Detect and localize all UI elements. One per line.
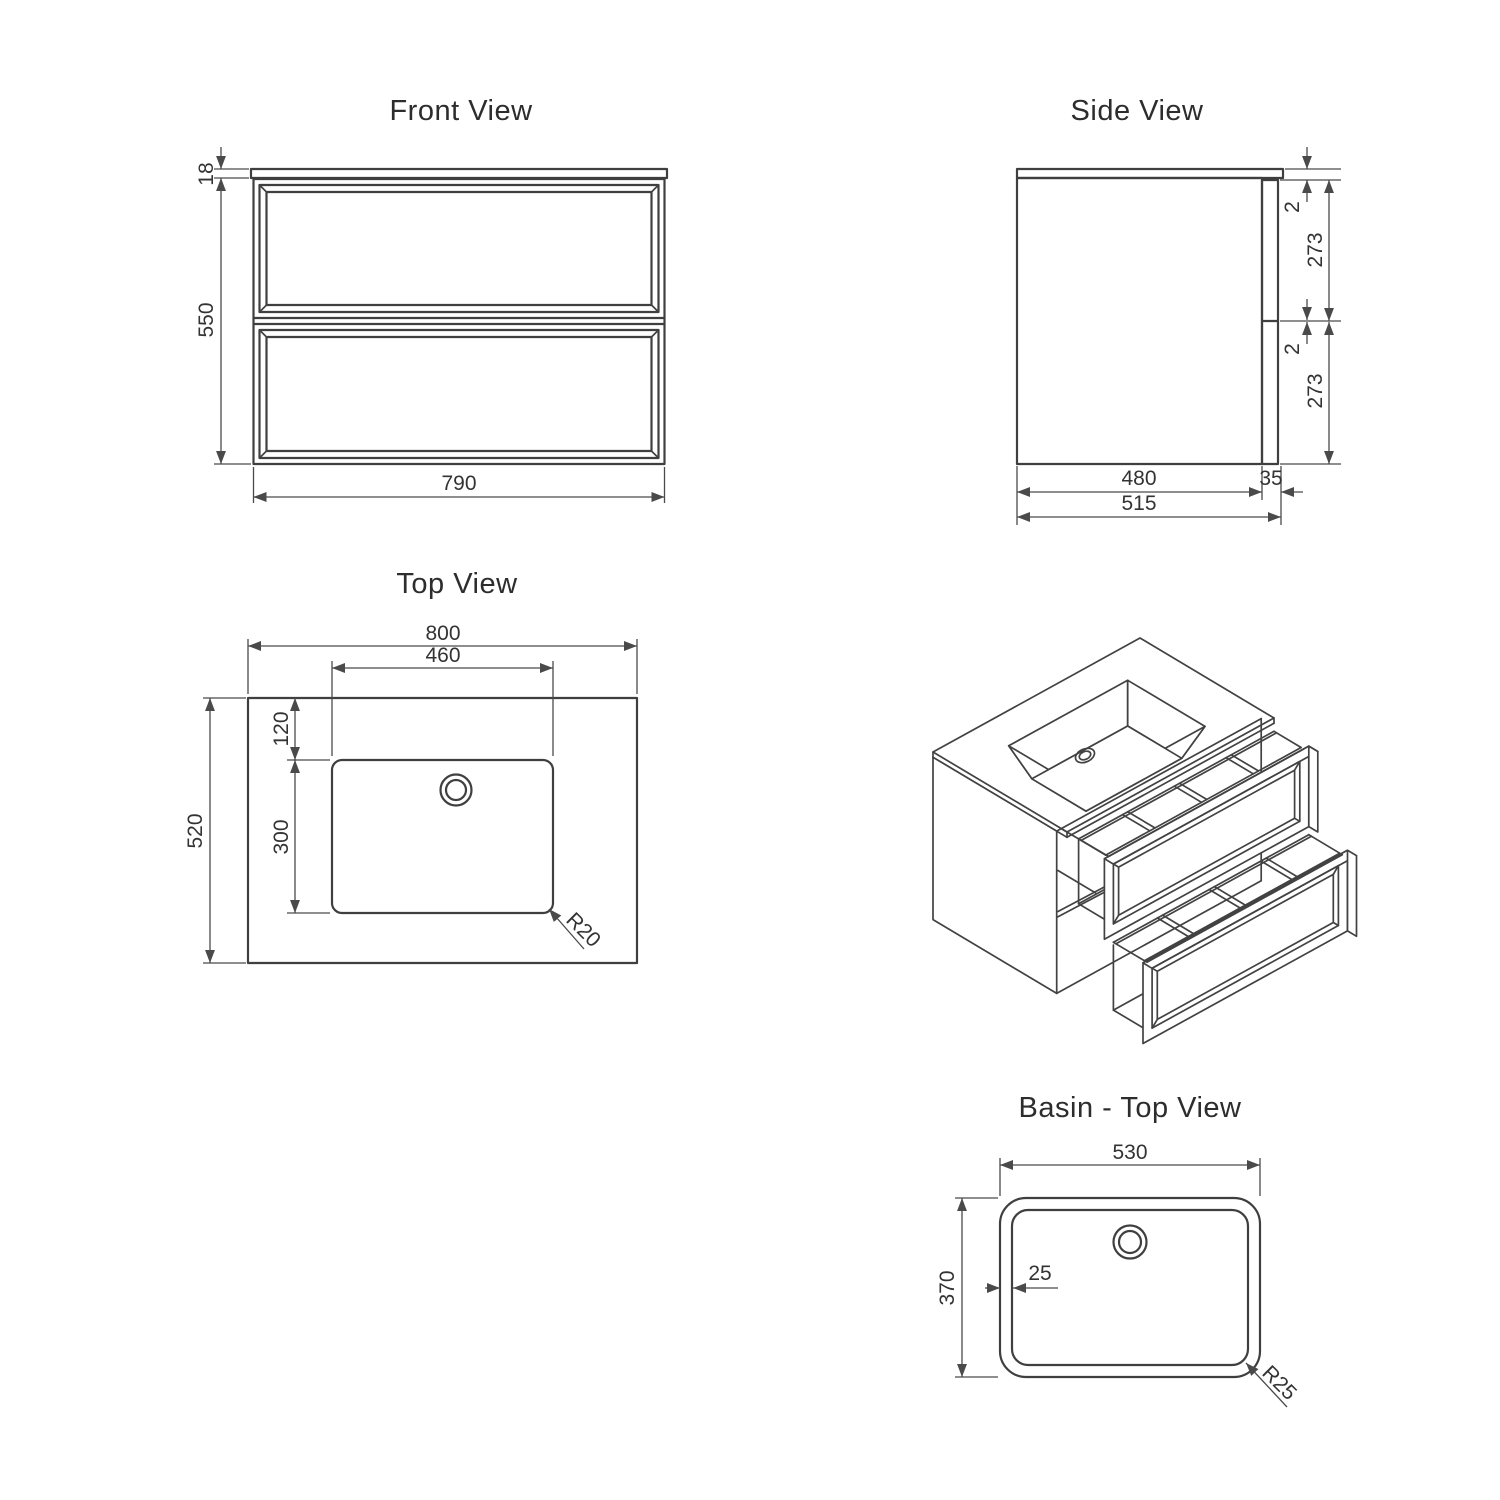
top-view-dimensions: 800 460 520 120 300 R20 xyxy=(184,622,638,964)
iso-upper-drawer-box-rails xyxy=(1077,730,1305,858)
top-view-title: Top View xyxy=(396,568,518,600)
isometric-view xyxy=(932,637,1358,1045)
iso-lower-drawer-front xyxy=(1142,849,1358,1045)
iso-lower-drawer-box-rails xyxy=(1112,833,1344,964)
front-view-dimensions: 18 550 790 xyxy=(195,147,666,503)
dim-front-thickness: 35 xyxy=(1259,467,1282,490)
dim-basin-depth: 370 xyxy=(936,1270,959,1305)
dim-cabinet-height: 550 xyxy=(195,302,218,337)
front-view-title: Front View xyxy=(389,95,533,127)
dim-upper-drawer-height: 273 xyxy=(1304,232,1327,267)
iso-basin-recess xyxy=(1007,679,1206,812)
iso-upper-drawer-front xyxy=(1103,745,1319,941)
dim-cabinet-depth: 480 xyxy=(1121,467,1156,490)
dim-cabinet-width: 790 xyxy=(441,472,476,495)
dim-counter-depth: 520 xyxy=(184,813,207,848)
side-view-cabinet-drawing xyxy=(1015,167,1285,466)
dim-basin-radius: R25 xyxy=(1257,1361,1301,1405)
dim-cutout-width: 460 xyxy=(425,644,460,667)
dim-counter-thickness: 18 xyxy=(195,162,218,185)
dim-basin-wall: 25 xyxy=(1028,1262,1051,1285)
dim-cutout-depth: 300 xyxy=(270,819,293,854)
front-view: Front View xyxy=(195,95,669,503)
side-view: Side View 2 273 2 273 xyxy=(1015,95,1341,525)
side-view-dimensions: 2 273 2 273 480 35 515 xyxy=(1016,147,1341,525)
dim-cutout-radius: R20 xyxy=(561,908,605,952)
front-view-cabinet-drawing xyxy=(249,167,669,466)
dim-counter-width: 800 xyxy=(425,622,460,645)
dim-mid-gap: 2 xyxy=(1281,343,1304,355)
top-view-counter-drawing xyxy=(246,696,639,965)
basin-top-view: Basin - Top View 530 370 25 R25 xyxy=(936,1092,1301,1408)
basin-top-view-title: Basin - Top View xyxy=(1019,1092,1242,1124)
dim-total-depth: 515 xyxy=(1121,492,1156,515)
dim-top-gap: 2 xyxy=(1281,201,1304,213)
dim-lower-drawer-height: 273 xyxy=(1304,373,1327,408)
dim-basin-width: 530 xyxy=(1112,1141,1147,1164)
top-view: Top View 800 460 520 120 xyxy=(184,568,639,965)
dim-cutout-offset: 120 xyxy=(270,711,293,746)
side-view-title: Side View xyxy=(1071,95,1204,127)
basin-dimensions: 530 370 25 R25 xyxy=(936,1141,1301,1408)
iso-drain-icon xyxy=(1074,747,1096,764)
